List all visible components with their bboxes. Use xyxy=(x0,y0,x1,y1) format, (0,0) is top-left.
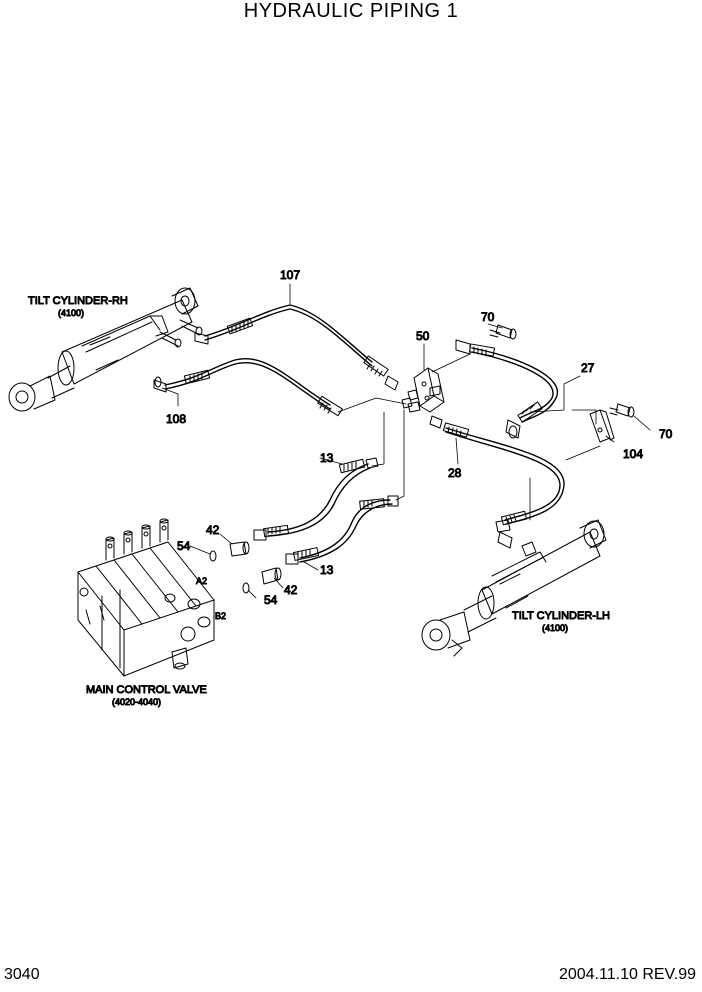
callout-70-right: 70 xyxy=(659,427,673,441)
callout-50: 50 xyxy=(416,329,430,343)
page-number: 3040 xyxy=(4,966,40,983)
callout-54-bottom: 54 xyxy=(264,593,278,607)
block-50[interactable] xyxy=(401,367,445,429)
callout-27: 27 xyxy=(581,361,595,375)
hose-13-lower[interactable] xyxy=(285,495,399,565)
tilt-cylinder-lh-ref: (4100) xyxy=(542,623,568,633)
revision-date: 2004.11.10 REV.99 xyxy=(558,966,696,983)
callout-54-top: 54 xyxy=(177,539,191,553)
main-control-valve-label: MAIN CONTROL VALVE xyxy=(86,684,207,696)
hose-108[interactable] xyxy=(153,357,343,417)
hose-13-upper[interactable] xyxy=(253,457,379,541)
tilt-cylinder-rh-ref: (4100) xyxy=(58,308,84,318)
port-label-b2: B2 xyxy=(215,611,226,621)
tilt-cylinder-rh[interactable] xyxy=(8,287,203,412)
page-title: HYDRAULIC PIPING 1 xyxy=(243,0,459,22)
callout-42-bottom: 42 xyxy=(284,583,298,597)
tilt-cylinder-rh-label: TILT CYLINDER-RH xyxy=(28,295,128,307)
hose-28[interactable] xyxy=(442,422,565,549)
callout-108: 108 xyxy=(166,412,186,426)
tilt-cylinder-lh-label: TILT CYLINDER-LH xyxy=(512,610,610,622)
hose-107[interactable] xyxy=(194,304,399,391)
fitting-42-bottom[interactable] xyxy=(261,567,282,585)
tilt-cylinder-lh[interactable] xyxy=(421,519,607,657)
clamp-104[interactable] xyxy=(589,409,615,443)
main-control-valve[interactable] xyxy=(77,518,215,677)
callout-42-top: 42 xyxy=(206,523,220,537)
fitting-70-top[interactable] xyxy=(489,324,517,340)
callout-28: 28 xyxy=(448,466,462,480)
callout-13-bottom: 13 xyxy=(320,563,334,577)
o-ring-54-bottom[interactable] xyxy=(242,582,250,594)
callout-104: 104 xyxy=(623,447,643,461)
fitting-42-top[interactable] xyxy=(229,541,250,557)
callout-13-top: 13 xyxy=(320,451,334,465)
callout-107: 107 xyxy=(280,268,300,282)
fitting-70-right[interactable] xyxy=(609,403,635,418)
o-ring-54-top[interactable] xyxy=(209,550,217,562)
main-control-valve-ref: (4020-4040) xyxy=(112,697,161,707)
callout-70-top: 70 xyxy=(481,310,495,324)
leader-lines xyxy=(161,283,651,599)
hose-27[interactable] xyxy=(455,339,559,439)
port-label-a2: A2 xyxy=(196,576,207,586)
